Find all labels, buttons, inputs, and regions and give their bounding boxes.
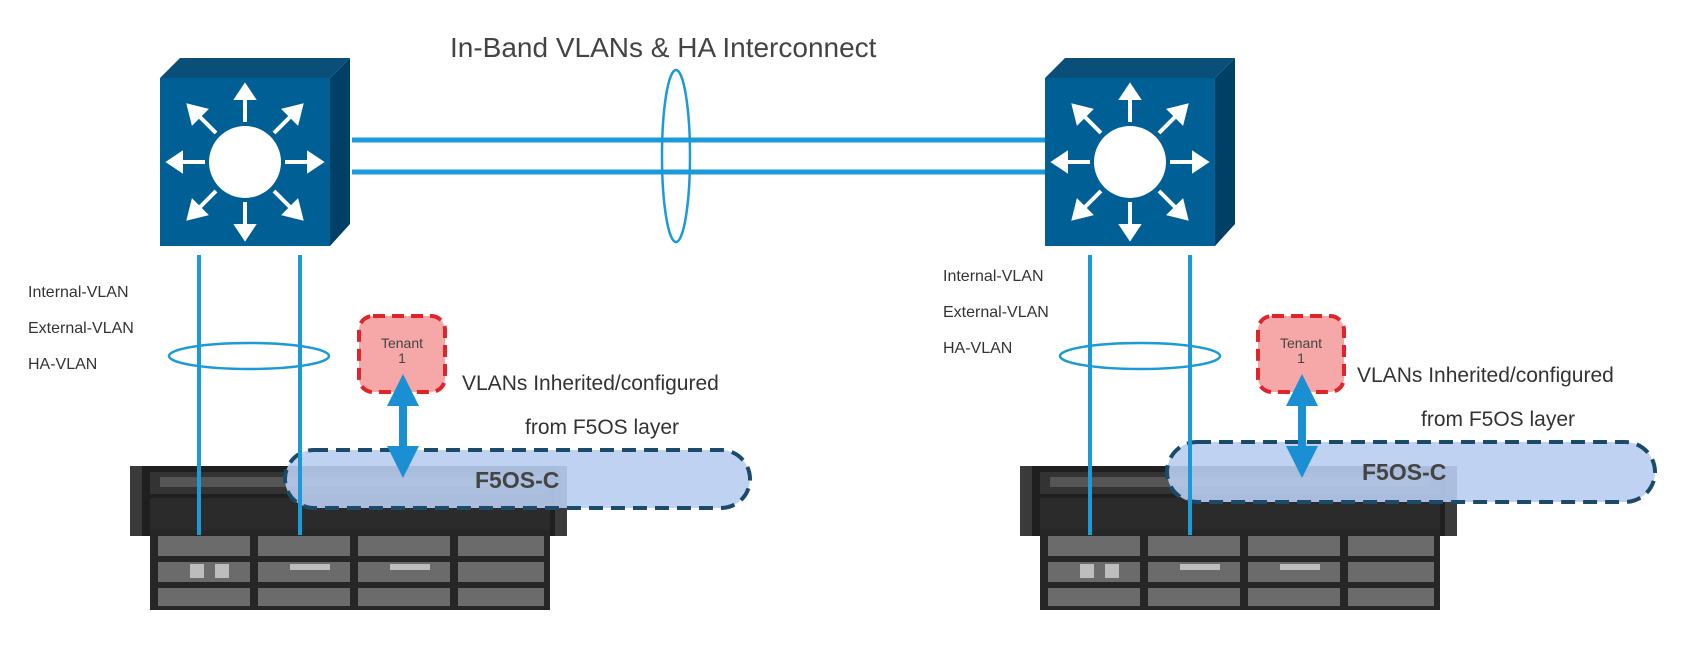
left-tenant-label: Tenant 1: [359, 336, 445, 366]
right-tenant-number: 1: [1297, 350, 1305, 366]
right-switch: [1045, 58, 1235, 246]
left-switch: [160, 58, 350, 246]
diagram-title: In-Band VLANs & HA Interconnect: [450, 32, 877, 63]
left-tenant-name: Tenant: [380, 335, 424, 351]
right-vlan-label: External-VLAN: [943, 304, 1049, 321]
left-note-line1: VLANs Inherited/configured: [462, 372, 719, 395]
layer3-switch-icon: [1050, 82, 1210, 242]
right-note-line2: from F5OS layer: [1421, 408, 1576, 431]
left-switch-side: [330, 58, 350, 246]
right-vlan-bundle-ellipse: [1058, 341, 1222, 371]
left-vlan-label: HA-VLAN: [28, 356, 98, 373]
right-switch-top: [1045, 58, 1235, 78]
left-vlan-bundle-ellipse: [167, 341, 331, 371]
left-switch-top: [160, 58, 350, 78]
left-vlan-label: External-VLAN: [28, 320, 134, 337]
right-f5os-label: F5OS-C: [1362, 459, 1447, 485]
right-switch-side: [1215, 58, 1235, 246]
right-uplinks: [1058, 255, 1222, 535]
layer3-switch-icon: [165, 82, 325, 242]
left-tenant-number: 1: [398, 350, 406, 366]
right-tenant-name: Tenant: [1279, 335, 1323, 351]
right-vlan-label: HA-VLAN: [943, 340, 1013, 357]
interconnect-links: [352, 68, 1045, 244]
left-f5os-label: F5OS-C: [475, 467, 560, 493]
left-vlan-label: Internal-VLAN: [28, 284, 129, 301]
right-vlan-label: Internal-VLAN: [943, 268, 1044, 285]
left-note-line2: from F5OS layer: [525, 416, 680, 439]
left-uplinks: [167, 255, 331, 535]
right-note-line1: VLANs Inherited/configured: [1357, 364, 1614, 387]
interconnect-bundle-ellipse: [660, 68, 692, 244]
right-tenant-label: Tenant 1: [1258, 336, 1344, 366]
